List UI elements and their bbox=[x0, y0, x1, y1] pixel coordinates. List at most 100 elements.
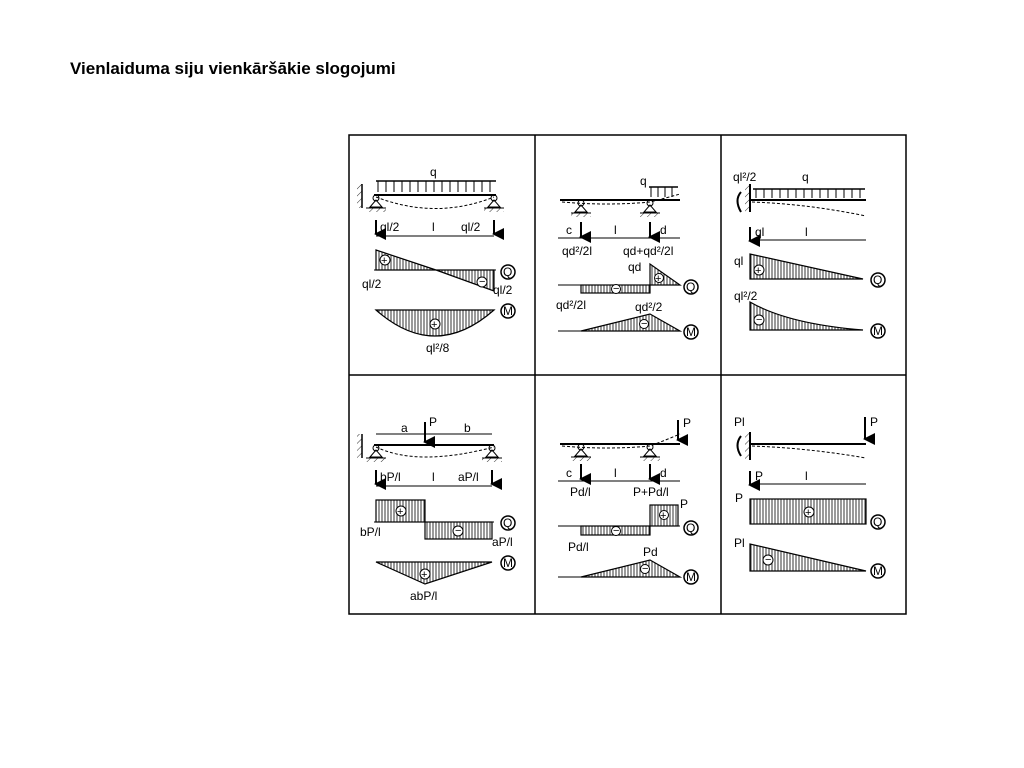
length-label: l bbox=[432, 220, 435, 234]
table-grid bbox=[348, 134, 907, 615]
moment-symbol-circle bbox=[683, 569, 699, 585]
reaction-right-label: aP/l bbox=[458, 470, 479, 484]
minus-sign: − bbox=[479, 276, 485, 288]
shear-bottom-label: qd²/2l bbox=[556, 298, 586, 312]
fixed-support bbox=[736, 432, 751, 460]
shear-bottom-label: Pd/l bbox=[568, 540, 589, 554]
length-label: l bbox=[432, 470, 435, 484]
length-label: l bbox=[805, 469, 808, 483]
svg-text:+: + bbox=[805, 507, 811, 519]
svg-text:+: + bbox=[755, 265, 761, 277]
dim-c-label: c bbox=[566, 223, 572, 237]
reaction-left-label: bP/l bbox=[380, 470, 401, 484]
length-label: l bbox=[805, 225, 808, 239]
moment-diagram: − bbox=[749, 300, 864, 331]
support-moment-label: ql²/2 bbox=[733, 170, 757, 184]
deflection-curve bbox=[375, 446, 495, 458]
support-right bbox=[482, 444, 502, 462]
shear-diagram: + − bbox=[374, 249, 496, 292]
svg-text:+: + bbox=[660, 510, 666, 522]
shear-symbol-circle bbox=[870, 514, 886, 530]
moment-symbol-circle bbox=[870, 323, 886, 339]
shear-diagram: − + bbox=[558, 504, 680, 537]
dim-c-label: c bbox=[566, 466, 572, 480]
moment-diagram: + bbox=[375, 561, 493, 585]
svg-text:−: − bbox=[641, 318, 647, 330]
support-left bbox=[357, 184, 386, 212]
load-label: q bbox=[640, 174, 647, 188]
svg-text:−: − bbox=[642, 563, 648, 575]
reaction-right-label: qd+qd²/2l bbox=[623, 244, 673, 258]
support-right bbox=[640, 199, 660, 217]
svg-text:+: + bbox=[431, 319, 437, 331]
moment-diagram: − bbox=[749, 543, 867, 572]
dim-a-label: a bbox=[401, 421, 408, 435]
moment-label: Pd bbox=[643, 545, 658, 559]
distributed-load bbox=[376, 180, 496, 192]
dim-d-label: d bbox=[660, 223, 667, 237]
deflection-curve bbox=[751, 201, 867, 217]
reaction-left-label: Pd/l bbox=[570, 485, 591, 499]
shear-symbol: Q bbox=[686, 280, 695, 294]
moment-diagram: − bbox=[558, 559, 683, 578]
svg-text:−: − bbox=[765, 554, 771, 566]
reaction-label: P bbox=[755, 469, 763, 483]
dim-b-label: b bbox=[464, 421, 471, 435]
shear-left-label: bP/l bbox=[360, 525, 381, 539]
plus-sign: + bbox=[381, 255, 387, 267]
distributed-load bbox=[753, 188, 865, 198]
support-right bbox=[484, 194, 504, 212]
shear-symbol: Q bbox=[686, 521, 695, 535]
shear-diagram: + − bbox=[374, 499, 494, 540]
load-label: q bbox=[802, 170, 809, 184]
support-left bbox=[571, 443, 591, 461]
moment-symbol: M bbox=[686, 570, 696, 584]
moment-symbol-circle bbox=[500, 303, 516, 319]
cell-cantilever-uniform-load: ql²/2 q ql l + bbox=[733, 170, 886, 339]
shear-symbol-circle bbox=[683, 279, 699, 295]
reaction-right-label: P+Pd/l bbox=[633, 485, 669, 499]
distributed-load bbox=[649, 186, 678, 197]
cell-simple-beam-point-load: a b P bP/l l aP/l + bbox=[357, 415, 516, 603]
svg-text:−: − bbox=[613, 525, 619, 537]
shear-value-label: ql bbox=[734, 254, 743, 268]
deflection-curve bbox=[751, 445, 867, 459]
moment-max-label: ql²/8 bbox=[426, 341, 450, 355]
svg-text:+: + bbox=[397, 506, 403, 518]
reaction-left-label: qd²/2l bbox=[562, 244, 592, 258]
support-left bbox=[571, 199, 591, 217]
slide-title: Vienlaiduma siju vienkāršākie slogojumi bbox=[70, 59, 396, 78]
shear-symbol-circle bbox=[683, 520, 699, 536]
shear-left-label: ql/2 bbox=[362, 277, 382, 291]
shear-symbol: Q bbox=[873, 515, 882, 529]
svg-text:−: − bbox=[756, 314, 762, 326]
support-right bbox=[640, 443, 660, 461]
shear-value-label: P bbox=[735, 491, 743, 505]
support-moment-label: Pl bbox=[734, 415, 745, 429]
moment-symbol: M bbox=[873, 564, 883, 578]
reaction-label: ql bbox=[755, 225, 764, 239]
shear-top-label: P bbox=[680, 497, 688, 511]
load-label: q bbox=[430, 165, 437, 179]
shear-diagram: + bbox=[749, 498, 867, 525]
moment-symbol: M bbox=[503, 556, 513, 570]
svg-text:−: − bbox=[613, 283, 619, 295]
support-left bbox=[357, 434, 386, 462]
deflection-curve bbox=[561, 433, 681, 449]
shear-symbol-circle bbox=[500, 515, 516, 531]
shear-symbol: Q bbox=[503, 265, 512, 279]
shear-top-label: qd bbox=[628, 260, 641, 274]
moment-max-label: abP/l bbox=[410, 589, 437, 603]
shear-symbol-circle bbox=[500, 264, 516, 280]
shear-right-label: aP/l bbox=[492, 535, 513, 549]
moment-value-label: ql²/2 bbox=[734, 289, 758, 303]
force-label: P bbox=[870, 415, 878, 429]
dim-d-label: d bbox=[660, 466, 667, 480]
shear-right-label: ql/2 bbox=[493, 283, 513, 297]
fixed-support bbox=[736, 184, 751, 213]
load-cases-table: q ql/2 l ql/2 bbox=[348, 134, 908, 616]
moment-symbol-circle bbox=[870, 563, 886, 579]
length-label: l bbox=[614, 466, 617, 480]
force-label: P bbox=[429, 415, 437, 429]
shear-diagram: + bbox=[749, 253, 864, 280]
